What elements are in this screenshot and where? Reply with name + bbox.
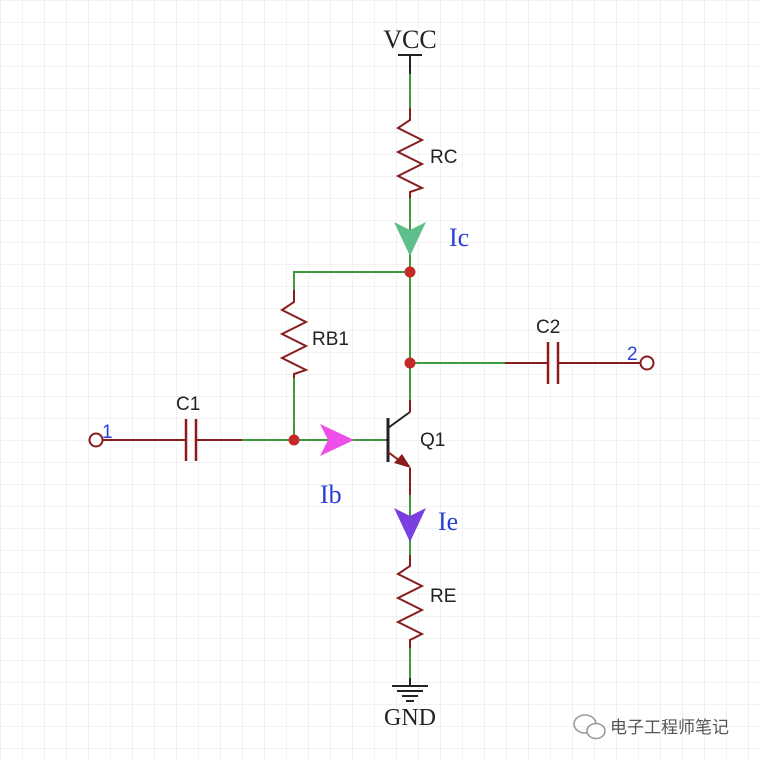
resistor-rb1: RB1	[279, 290, 349, 378]
resistor-rc: RC	[395, 108, 457, 198]
resistor-re: RE	[395, 555, 456, 648]
output-port: 2	[627, 344, 655, 371]
ic-current-indicator: Ic	[394, 222, 469, 256]
gnd-label: GND	[384, 705, 436, 731]
watermark: 电子工程师笔记	[573, 714, 729, 740]
vcc-label: VCC	[383, 25, 436, 54]
vcc-symbol: VCC	[383, 25, 437, 74]
junctions	[288, 266, 416, 446]
junction-collector-node	[404, 266, 416, 278]
rb1-label: RB1	[312, 329, 349, 350]
ground-symbol: GND	[384, 678, 436, 731]
c2-label: C2	[536, 317, 560, 338]
wechat-icon	[573, 714, 606, 740]
ie-arrow-icon	[394, 508, 426, 542]
watermark-text: 电子工程师笔记	[610, 718, 729, 737]
transistor-q1: Q1	[386, 400, 445, 468]
rc-label: RC	[430, 147, 457, 168]
input-port: 1	[88, 422, 113, 448]
input-port-label: 1	[102, 422, 113, 443]
wire-rb1-top	[293, 271, 410, 290]
ic-label: Ic	[449, 223, 469, 252]
re-label: RE	[430, 586, 456, 607]
component-leads	[103, 362, 640, 495]
c1-label: C1	[176, 394, 200, 415]
ib-label: Ib	[320, 480, 342, 509]
q1-label: Q1	[420, 430, 445, 451]
q1-emitter-arrow-icon	[394, 454, 411, 468]
junction-output-node	[404, 357, 416, 369]
junction-base-node	[288, 434, 300, 446]
output-port-label: 2	[627, 344, 638, 365]
ic-arrow-icon	[394, 222, 426, 256]
ib-arrow-icon	[320, 424, 354, 456]
capacitor-c1: C1	[176, 394, 200, 461]
ie-current-indicator: Ie	[394, 507, 458, 542]
ie-label: Ie	[438, 507, 458, 536]
q1-collector-arm	[387, 411, 411, 429]
capacitor-c2: C2	[536, 317, 560, 384]
ib-current-indicator: Ib	[320, 424, 354, 509]
